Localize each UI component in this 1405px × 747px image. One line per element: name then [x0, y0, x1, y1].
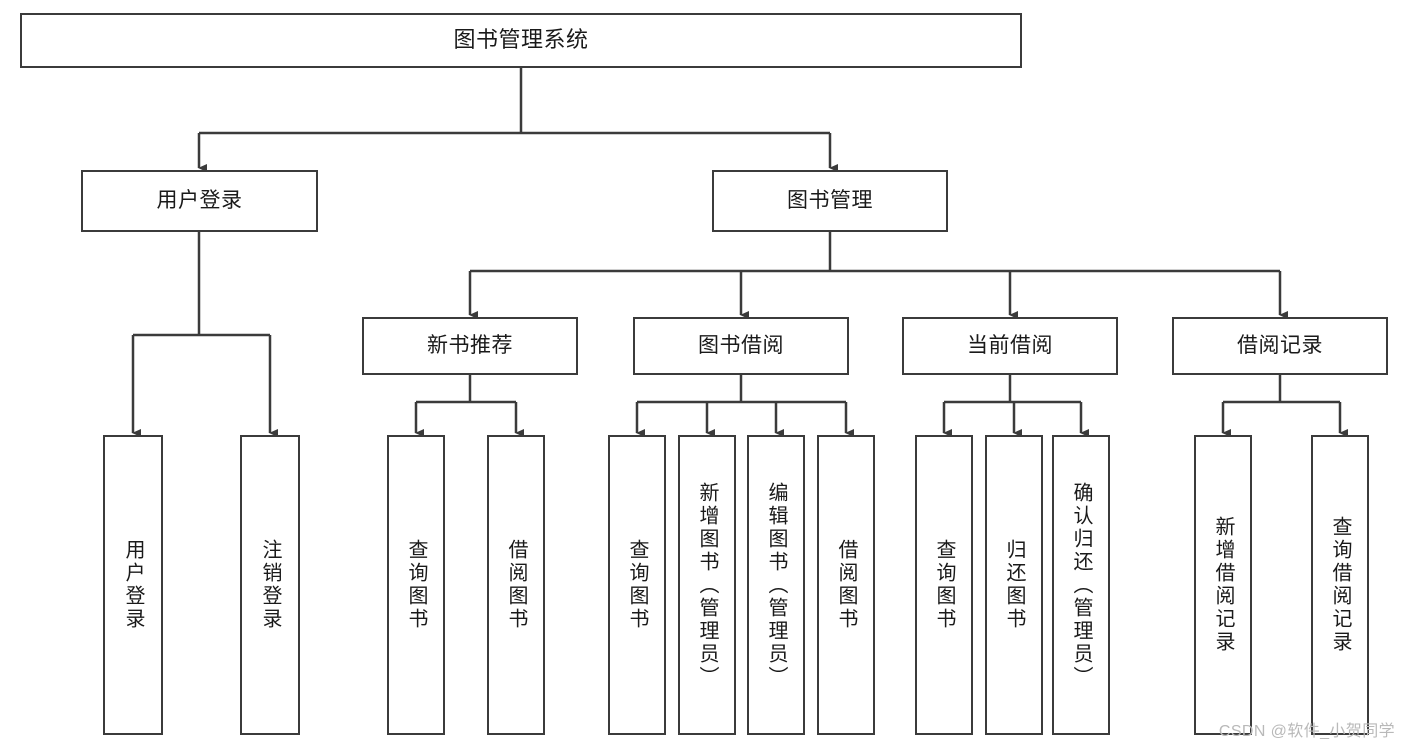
node-leaf-records-1[interactable]: 新增借阅记录 — [1194, 435, 1252, 735]
node-leaf-borrow-3[interactable]: 编辑图书（管理员） — [747, 435, 805, 735]
node-leaf-current-3[interactable]: 确认归还（管理员） — [1052, 435, 1110, 735]
node-label: 借阅图书 — [835, 539, 857, 631]
node-root[interactable]: 图书管理系统 — [20, 13, 1022, 68]
node-leaf-borrow-1[interactable]: 查询图书 — [608, 435, 666, 735]
node-label: 图书管理系统 — [453, 27, 589, 53]
node-label: 新增图书（管理员） — [696, 481, 718, 689]
node-label: 查询借阅记录 — [1329, 516, 1351, 654]
node-login[interactable]: 用户登录 — [81, 170, 318, 232]
node-label: 当前借阅 — [967, 334, 1053, 358]
node-label: 借阅图书 — [505, 539, 527, 631]
node-borrow[interactable]: 图书借阅 — [633, 317, 849, 375]
node-label: 用户登录 — [156, 189, 243, 213]
node-leaf-current-2[interactable]: 归还图书 — [985, 435, 1043, 735]
node-label: 新增借阅记录 — [1212, 516, 1234, 654]
node-label: 图书借阅 — [698, 334, 784, 358]
connector-group — [131, 68, 1348, 437]
node-leaf-newbook-1[interactable]: 查询图书 — [387, 435, 445, 735]
node-leaf-login-2[interactable]: 注销登录 — [240, 435, 300, 735]
node-label: 编辑图书（管理员） — [765, 481, 787, 689]
node-newbook[interactable]: 新书推荐 — [362, 317, 578, 375]
node-label: 归还图书 — [1003, 539, 1025, 631]
node-leaf-login-1[interactable]: 用户登录 — [103, 435, 163, 735]
node-label: 新书推荐 — [427, 334, 513, 358]
node-records[interactable]: 借阅记录 — [1172, 317, 1388, 375]
node-label: 查询图书 — [626, 539, 648, 631]
node-label: 查询图书 — [933, 539, 955, 631]
node-leaf-current-1[interactable]: 查询图书 — [915, 435, 973, 735]
node-current[interactable]: 当前借阅 — [902, 317, 1118, 375]
node-leaf-borrow-4[interactable]: 借阅图书 — [817, 435, 875, 735]
node-label: 借阅记录 — [1237, 334, 1323, 358]
node-label: 查询图书 — [405, 539, 427, 631]
node-label: 用户登录 — [122, 539, 144, 631]
watermark: CSDN @软件_小贺同学 — [1218, 723, 1395, 740]
node-leaf-records-2[interactable]: 查询借阅记录 — [1311, 435, 1369, 735]
node-bookmgmt[interactable]: 图书管理 — [712, 170, 948, 232]
node-label: 图书管理 — [787, 189, 873, 213]
node-label: 确认归还（管理员） — [1070, 481, 1092, 689]
node-leaf-borrow-2[interactable]: 新增图书（管理员） — [678, 435, 736, 735]
node-label: 注销登录 — [259, 539, 281, 631]
node-leaf-newbook-2[interactable]: 借阅图书 — [487, 435, 545, 735]
